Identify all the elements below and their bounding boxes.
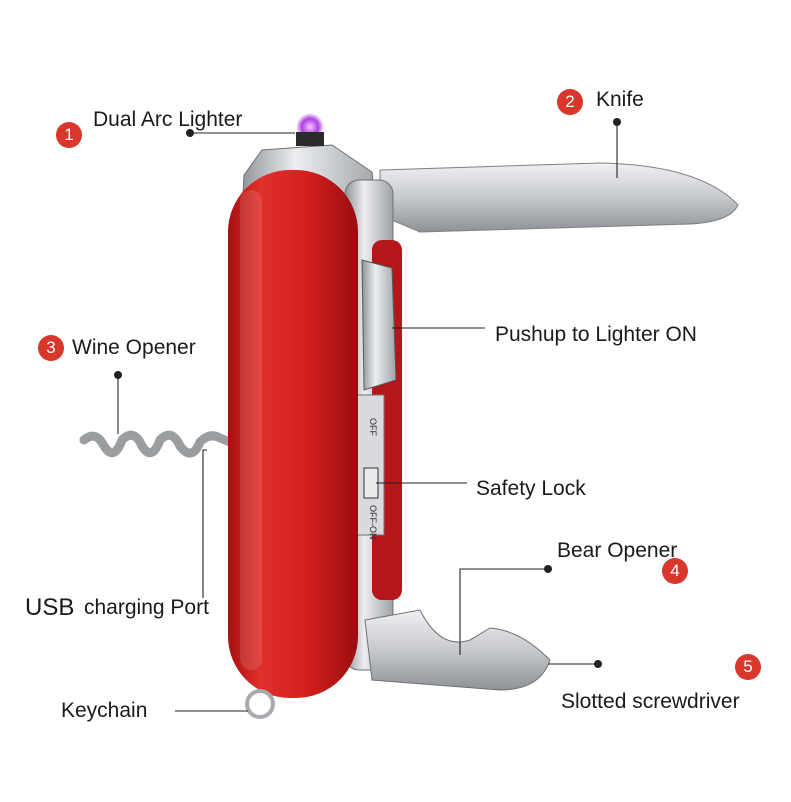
callout-badge-5: 5 bbox=[735, 654, 761, 680]
dot-wine bbox=[114, 371, 122, 379]
label-wine-opener: Wine Opener bbox=[72, 336, 196, 359]
label-pushup-lighter: Pushup to Lighter ON bbox=[495, 323, 697, 346]
label-bear-opener: Bear Opener bbox=[557, 539, 678, 562]
leader-usb bbox=[202, 449, 207, 598]
leader-dots bbox=[114, 118, 621, 668]
knife-blade bbox=[379, 162, 739, 233]
callout-badge-1: 1 bbox=[56, 122, 82, 148]
dot-knife bbox=[613, 118, 621, 126]
lighter-slider bbox=[361, 259, 397, 391]
bottle-opener-tool bbox=[364, 609, 551, 691]
label-charging-port: charging Port bbox=[84, 596, 209, 619]
dot-lighter bbox=[186, 129, 194, 137]
label-slotted-screwdriver: Slotted screwdriver bbox=[561, 690, 740, 713]
label-dual-arc-lighter: Dual Arc Lighter bbox=[93, 108, 243, 131]
label-keychain: Keychain bbox=[61, 699, 148, 722]
callout-badge-2: 2 bbox=[557, 89, 583, 115]
callout-badge-4: 4 bbox=[662, 558, 688, 584]
wine-opener-corkscrew bbox=[79, 430, 235, 458]
dot-bear bbox=[544, 565, 552, 573]
switch-text-lower: OFF-ON bbox=[368, 505, 378, 540]
red-handle bbox=[228, 170, 358, 698]
label-knife: Knife bbox=[596, 88, 644, 111]
dot-screwdriver bbox=[594, 660, 602, 668]
keychain-ring bbox=[245, 689, 275, 719]
label-safety-lock: Safety Lock bbox=[476, 477, 586, 500]
leader-lines bbox=[117, 122, 618, 712]
safety-lock-switch bbox=[363, 467, 379, 499]
handle-highlight bbox=[240, 190, 262, 670]
label-usb-prefix: USB bbox=[25, 594, 75, 621]
callout-badge-3: 3 bbox=[38, 335, 64, 361]
lighter-nozzle bbox=[296, 132, 324, 146]
leader-bear bbox=[459, 568, 548, 655]
switch-text-upper: OFF bbox=[368, 418, 378, 436]
